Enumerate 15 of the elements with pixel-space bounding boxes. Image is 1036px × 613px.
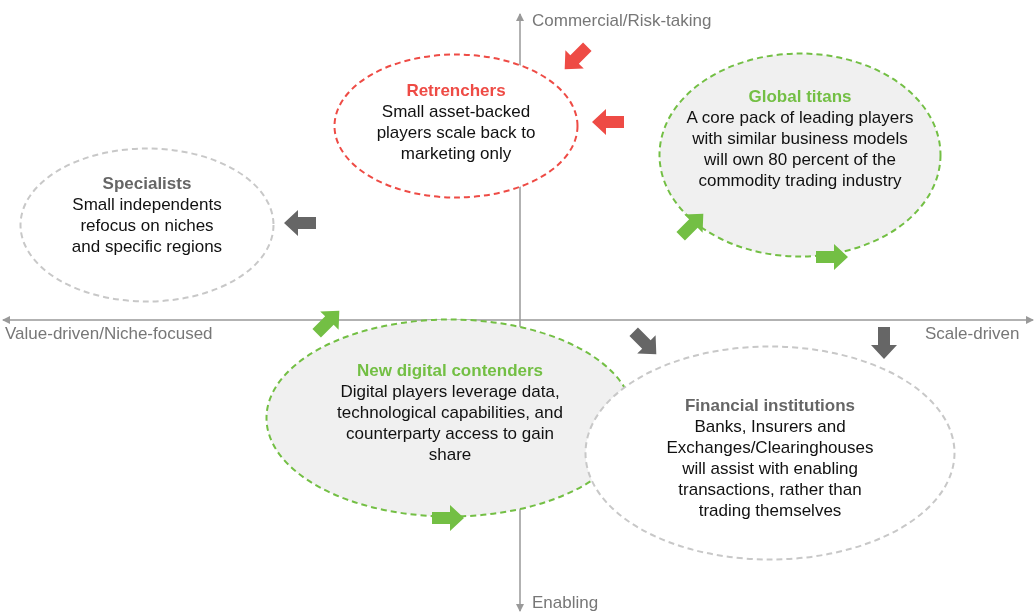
category-description: A core pack of leading players with similar business models will own 80 percent of the commodity trading industry [685, 107, 915, 191]
category-heading: Global titans [748, 86, 852, 107]
block-arrow [629, 327, 657, 355]
axis-label: Commercial/Risk-taking [532, 11, 712, 31]
category-description: Small independents refocus on niches and specific regions [70, 194, 224, 257]
category-description: Banks, Insurers and Exchanges/Clearinghouses will assist with enabling transactions, rather than trading themselves [665, 416, 875, 521]
axis-label: Scale-driven [925, 324, 1020, 344]
axis-label: Value-driven/Niche-focused [5, 324, 213, 344]
axis-label: Enabling [532, 593, 599, 613]
category-description: Digital players leverage data, technological capabilities, and counterparty access to gain share [336, 381, 564, 465]
category-heading: New digital contenders [356, 360, 544, 381]
category-description: Small asset-backed players scale back to marketing only [375, 101, 537, 164]
category-heading: Retrenchers [406, 80, 506, 101]
category-heading: Financial institutions [685, 395, 855, 416]
category-heading: Specialists [102, 173, 192, 194]
